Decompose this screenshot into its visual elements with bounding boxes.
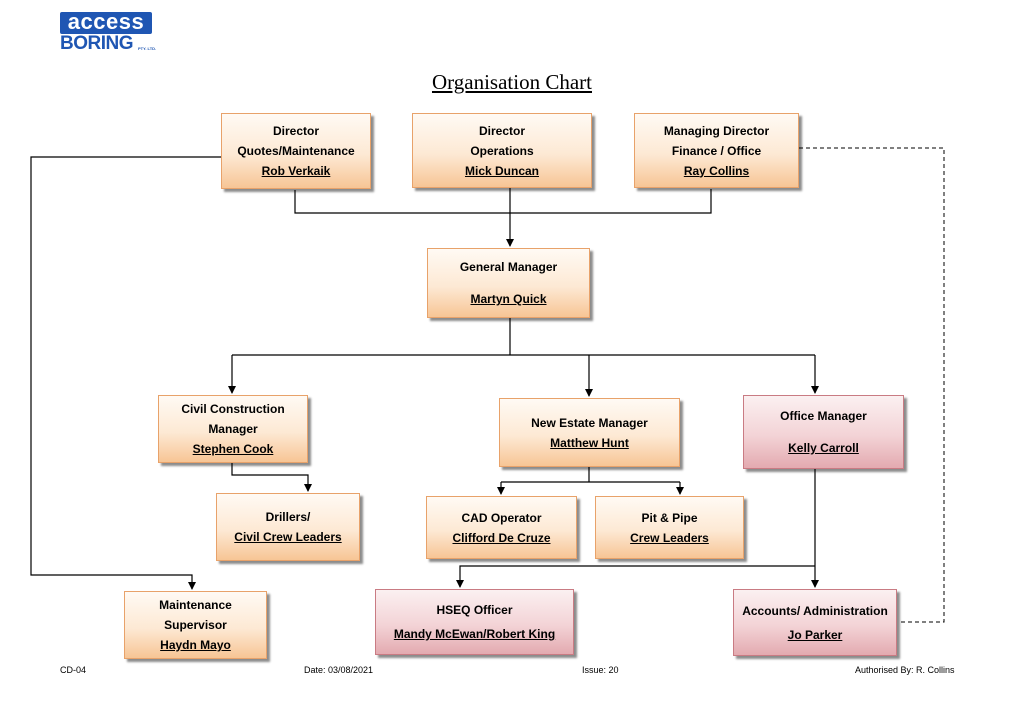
node-role: General Manager (459, 260, 558, 274)
page-title: Organisation Chart (431, 70, 592, 94)
node-pit-pipe-crew: Pit & Pipe Crew Leaders (595, 496, 744, 559)
node-director-operations: Director Operations Mick Duncan (412, 113, 592, 188)
node-person-name: Clifford De Cruze (452, 530, 551, 545)
node-role: Quotes/Maintenance (237, 144, 355, 158)
node-new-estate-manager: New Estate Manager Matthew Hunt (499, 398, 680, 467)
node-person-name: Matthew Hunt (550, 435, 629, 450)
connector-directors-bus (294, 189, 712, 214)
node-managing-director: Managing Director Finance / Office Ray C… (634, 113, 799, 188)
node-cad-operator: CAD Operator Clifford De Cruze (426, 496, 577, 559)
node-person-name: Kelly Carroll (788, 441, 859, 455)
connector-estate-bus (501, 467, 680, 483)
node-role: Civil Construction (181, 402, 285, 416)
connector-gm-bus (232, 318, 815, 356)
node-hseq-officer: HSEQ Officer Mandy McEwan/Robert King (375, 589, 574, 655)
connector-to-hseq (456, 565, 815, 588)
node-director-quotes-maintenance: Director Quotes/Maintenance Rob Verkaik (221, 113, 371, 189)
node-role: Drillers/ (265, 510, 311, 524)
node-person-name: Mandy McEwan/Robert King (393, 627, 556, 641)
node-maintenance-supervisor: Maintenance Supervisor Haydn Mayo (124, 591, 267, 659)
node-role: HSEQ Officer (436, 603, 513, 617)
connector-dashed-md-to-accounts (799, 147, 945, 623)
logo-suffix: PTY. LTD. (138, 46, 157, 51)
node-general-manager: General Manager Martyn Quick (427, 248, 590, 318)
node-role: CAD Operator (461, 510, 542, 525)
company-logo: access BORING PTY. LTD. (60, 11, 160, 56)
node-person-name: Rob Verkaik (261, 164, 331, 178)
node-person-name: Jo Parker (787, 627, 843, 642)
node-role: Finance / Office (671, 143, 762, 158)
node-person-name: Martyn Quick (470, 292, 547, 306)
node-person-name: Stephen Cook (192, 442, 274, 456)
logo-word-access: access (60, 11, 152, 34)
node-role: New Estate Manager (531, 415, 648, 430)
node-role: Manager (208, 422, 258, 436)
node-person-name: Civil Crew Leaders (234, 530, 342, 544)
node-person-name: Crew Leaders (630, 530, 709, 545)
logo-word-boring: BORING (60, 33, 134, 54)
connector-to-maintenance (30, 156, 221, 590)
footer-issue: Issue: 20 (582, 665, 619, 675)
node-role: Pit & Pipe (641, 510, 698, 525)
connector-to-drillers (231, 463, 312, 492)
node-role: Supervisor (164, 618, 227, 632)
node-person-name: Mick Duncan (464, 163, 539, 178)
node-person-name: Haydn Mayo (160, 638, 231, 652)
node-role: Maintenance (159, 598, 232, 612)
node-role: Director (478, 123, 525, 138)
footer-authorised: Authorised By: R. Collins (855, 665, 955, 675)
node-accounts-administration: Accounts/ Administration Jo Parker (733, 589, 897, 656)
footer-doc-code: CD-04 (60, 665, 87, 675)
node-role: Director (272, 124, 319, 138)
node-office-manager: Office Manager Kelly Carroll (743, 395, 904, 469)
node-person-name: Ray Collins (683, 163, 750, 178)
node-civil-construction-manager: Civil Construction Manager Stephen Cook (158, 395, 308, 463)
node-role: Accounts/ Administration (742, 603, 888, 618)
node-role: Operations (470, 143, 534, 158)
node-drillers-civil-crew: Drillers/ Civil Crew Leaders (216, 493, 360, 561)
footer-date: Date: 03/08/2021 (304, 665, 374, 675)
node-role: Managing Director (663, 123, 770, 138)
node-role: Office Manager (780, 409, 867, 423)
